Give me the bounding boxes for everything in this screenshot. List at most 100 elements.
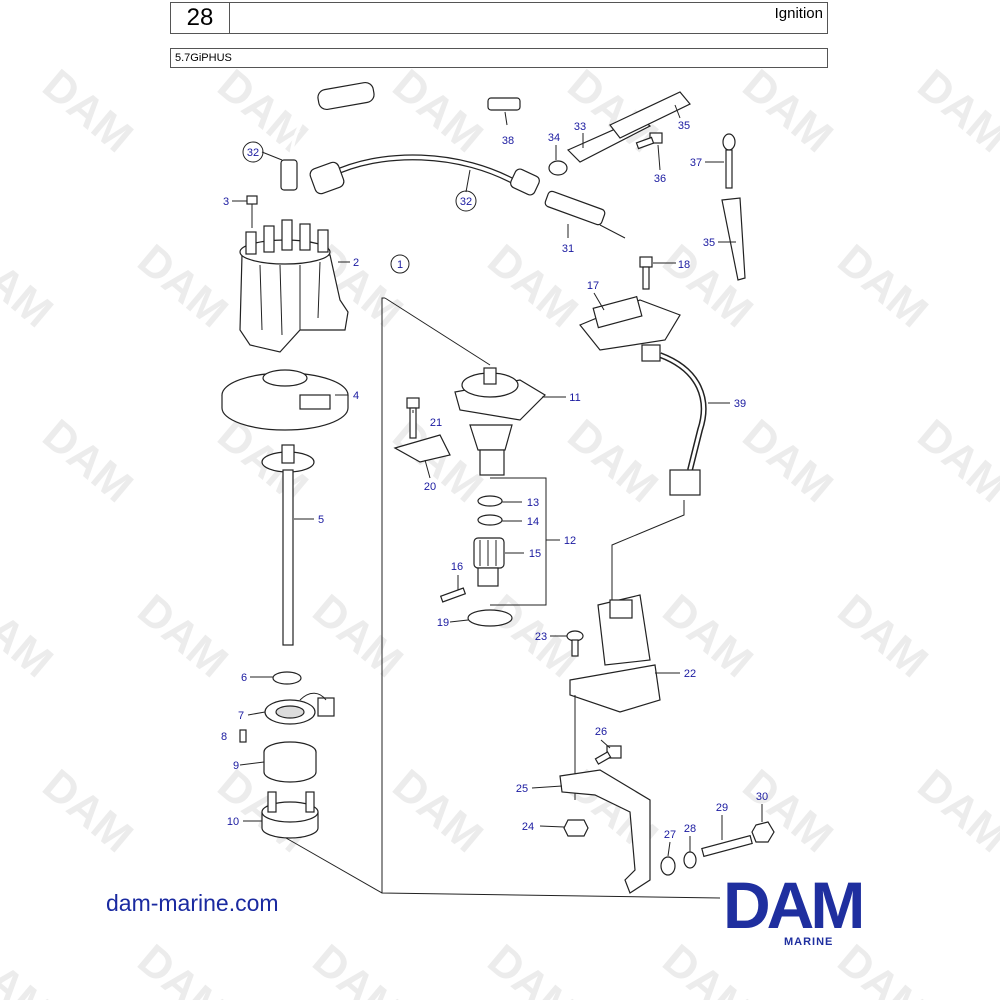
- callout-38: 38: [502, 135, 514, 147]
- callout-circle: [390, 254, 410, 274]
- callout-29: 29: [716, 802, 728, 814]
- shim-washer: [467, 609, 513, 627]
- distributor-cap: [239, 219, 349, 353]
- callout-27: 27: [664, 829, 676, 841]
- mounting-bracket: [559, 769, 651, 894]
- callout-37: 37: [690, 157, 702, 169]
- leader-line: [465, 169, 471, 193]
- callout-17: 17: [587, 280, 599, 292]
- wiring-harness: [641, 344, 707, 496]
- housing-base: [261, 791, 319, 839]
- leader-line: [600, 739, 611, 749]
- callout-14: 14: [527, 516, 539, 528]
- thrust-washer-13: [477, 495, 503, 507]
- bracket-nut: [563, 819, 589, 837]
- callout-3: 3: [223, 196, 229, 208]
- leader-line: [593, 292, 605, 311]
- brand-subtitle: MARINE: [784, 936, 834, 948]
- callout-6: 6: [241, 672, 247, 684]
- header-bar: 28 Ignition: [170, 2, 828, 34]
- distributor-housing-plate: [454, 367, 546, 476]
- leader-line: [611, 500, 685, 600]
- callout-18: 18: [678, 259, 690, 271]
- leader-line: [504, 111, 508, 126]
- callout-7: 7: [238, 710, 244, 722]
- group-frame-line: [381, 297, 721, 899]
- leader-line: [384, 297, 491, 366]
- rotor-housing: [221, 369, 349, 431]
- callout-32-horizontal: 32: [460, 196, 472, 208]
- brand-logo: DAM: [723, 868, 865, 942]
- pickup-coil: [264, 692, 335, 725]
- callout-31: 31: [562, 243, 574, 255]
- callout-24: 24: [522, 821, 534, 833]
- wire-retainer-35-bottom: [721, 197, 746, 281]
- callout-circle: [455, 190, 477, 212]
- bracket-bolt: [594, 745, 622, 765]
- page-title: Ignition: [774, 5, 823, 22]
- callout-4: 4: [353, 390, 359, 402]
- callout-35-top: 35: [678, 120, 690, 132]
- cap-screw: [246, 195, 258, 228]
- leader-line: [674, 104, 681, 119]
- callout-34: 34: [548, 132, 560, 144]
- callout-12: 12: [564, 535, 576, 547]
- page-number: 28: [171, 3, 230, 33]
- callout-19: 19: [437, 617, 449, 629]
- spark-plug-wire-vertical: [280, 81, 375, 191]
- leader-line: [424, 459, 431, 479]
- group-bracket-12: [490, 477, 547, 606]
- callout-16: 16: [451, 561, 463, 573]
- ignition-coil: [569, 594, 661, 713]
- distributor-shaft: [261, 444, 315, 646]
- leader-line: [667, 841, 671, 857]
- callout-35-bottom: 35: [703, 237, 715, 249]
- callout-28: 28: [684, 823, 696, 835]
- callout-15: 15: [529, 548, 541, 560]
- roll-pin: [439, 587, 467, 603]
- callout-36: 36: [654, 173, 666, 185]
- retaining-pin: [239, 729, 247, 743]
- bracket-bolt-36: [635, 132, 663, 150]
- callout-1: 1: [397, 259, 403, 271]
- callout-8: 8: [221, 731, 227, 743]
- shaft-collar: [263, 741, 317, 783]
- wire-retainer-35-top: [609, 91, 691, 139]
- callout-13: 13: [527, 497, 539, 509]
- leader-line: [539, 825, 565, 828]
- shaft-washer: [272, 671, 302, 685]
- callout-21: 21: [430, 417, 442, 429]
- model-label: 5.7GiPHUS: [170, 48, 828, 68]
- washer-14: [477, 514, 503, 526]
- website-link[interactable]: dam-marine.com: [106, 890, 279, 916]
- drive-gear: [473, 537, 505, 587]
- callout-circle: [242, 141, 264, 163]
- washer-27: [660, 856, 676, 876]
- leader-line: [531, 785, 563, 789]
- spark-plug-wire-horizontal: [309, 154, 540, 196]
- callout-26: 26: [595, 726, 607, 738]
- stud-nut: [751, 821, 775, 843]
- callout-22: 22: [684, 668, 696, 680]
- leader-line: [261, 151, 283, 161]
- callout-33: 33: [574, 121, 586, 133]
- callout-23: 23: [535, 631, 547, 643]
- leader-line: [239, 761, 265, 766]
- callout-9: 9: [233, 760, 239, 772]
- lock-washer-28: [683, 851, 697, 869]
- callout-11: 11: [569, 392, 580, 404]
- callout-20: 20: [424, 481, 436, 493]
- callout-39: 39: [734, 398, 746, 410]
- ground-strap-37: [722, 133, 736, 189]
- ignition-control-module: [579, 295, 681, 351]
- callout-25: 25: [516, 783, 528, 795]
- washer-34: [548, 160, 568, 176]
- callout-2: 2: [353, 257, 359, 269]
- module-screw: [639, 256, 653, 290]
- callout-10: 10: [227, 816, 239, 828]
- leader-line: [449, 619, 469, 623]
- spark-plug: [544, 190, 626, 239]
- mounting-stud: [701, 834, 753, 858]
- leader-line: [657, 144, 661, 171]
